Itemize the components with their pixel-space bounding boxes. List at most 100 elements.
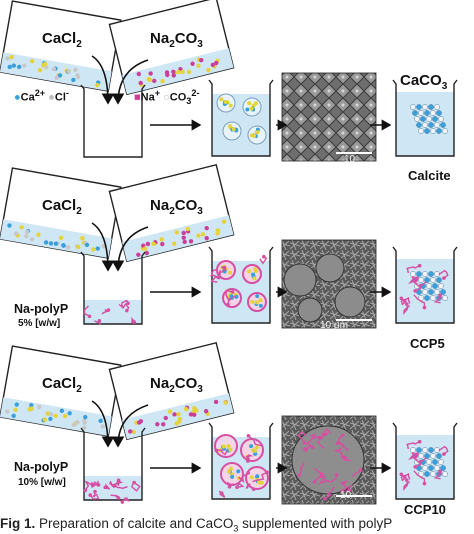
ion-dot	[65, 245, 71, 250]
polyp-chain	[403, 303, 411, 316]
ion-dot	[48, 416, 53, 422]
ion-legend-right: ■Na+ ○CO32-	[134, 88, 200, 106]
lattice-atom	[416, 447, 422, 453]
ion-dot	[255, 130, 260, 135]
polyp-node	[422, 305, 427, 310]
polyp-chain	[414, 281, 427, 292]
lattice-atom	[416, 122, 422, 128]
polyp-node	[116, 496, 121, 500]
ion-dot	[160, 241, 165, 247]
product-name-row3: CCP10	[404, 502, 446, 517]
ion-dot	[151, 241, 156, 247]
lattice-atom	[422, 104, 428, 110]
ion-dot	[37, 67, 43, 73]
polyp-node	[319, 472, 324, 477]
ion-dot	[48, 241, 54, 246]
polyp-node	[402, 298, 407, 303]
lattice-atom	[424, 453, 430, 459]
ion-dot	[160, 78, 165, 84]
polyp-node	[358, 468, 363, 472]
ion-dot	[167, 409, 173, 414]
ion-dot	[42, 61, 48, 67]
ion-dot	[29, 237, 35, 242]
product-formula-row1: CaCO3	[400, 72, 448, 92]
ion-dot	[227, 124, 232, 129]
additive-amount-row3: 10% [w/w]	[18, 477, 66, 488]
ion-dot	[80, 236, 85, 241]
polyp-chain	[131, 481, 141, 492]
product-beaker-row3-glass	[392, 422, 458, 500]
ion-dot	[200, 232, 206, 237]
lattice-atom	[426, 283, 432, 289]
ion-dot	[252, 134, 257, 139]
polyp-node	[132, 320, 137, 324]
ion-dot	[254, 300, 259, 305]
additive-name-row3: Na-polyP	[14, 460, 69, 474]
polyp-chain	[413, 294, 426, 308]
precipitate-beaker-row3	[208, 422, 274, 500]
ion-dot	[203, 408, 209, 414]
ion-dot	[176, 69, 181, 75]
polyp-node	[93, 489, 97, 494]
ion-dot	[7, 223, 12, 228]
caption-label: Fig 1.	[0, 516, 36, 531]
ion-dot	[161, 422, 166, 427]
ion-dot	[22, 63, 27, 68]
lattice-atom	[430, 128, 436, 134]
polyp-chain	[226, 481, 234, 488]
polyp-chain	[218, 266, 227, 275]
lattice-atom	[422, 271, 428, 277]
crystal-cluster	[222, 121, 242, 141]
polyp-chain	[311, 433, 325, 441]
figure-caption: Fig 1. Preparation of calcite and CaCO3 …	[0, 516, 392, 534]
polyp-node	[265, 470, 269, 475]
polyp-chain	[324, 486, 335, 500]
lattice-atom	[424, 128, 430, 134]
caption-text: Preparation of calcite and CaCO3 supplem…	[39, 516, 393, 534]
ion-dot	[53, 241, 59, 246]
mixing-beaker-row3	[80, 427, 146, 504]
lattice-atom	[410, 271, 416, 277]
cacl2-label-row2: CaCl2	[42, 197, 82, 217]
lattice-atom	[416, 104, 422, 110]
ion-dot	[171, 69, 176, 75]
polyp-chain	[247, 435, 263, 447]
ion-dot	[43, 240, 49, 245]
ion-dot	[194, 408, 199, 413]
sem-particle	[297, 297, 323, 323]
ion-dot	[128, 429, 133, 434]
na2co3-label-row3: Na2CO3	[150, 375, 203, 395]
lattice-atom	[418, 128, 424, 134]
ion-dot	[206, 67, 211, 73]
ion-dot	[24, 233, 29, 239]
mixing-beaker-row2	[80, 251, 146, 325]
polyp-node	[438, 293, 442, 298]
ion-dot	[66, 69, 72, 74]
ion-dot	[54, 75, 59, 81]
lattice-atom	[422, 122, 428, 128]
ion-dot	[221, 444, 226, 449]
ion-dot	[75, 73, 80, 78]
polyp-chain	[318, 473, 328, 485]
polyp-node	[323, 496, 327, 501]
ion-dot	[228, 270, 233, 275]
polyp-node	[413, 454, 418, 459]
polyp-chain	[101, 308, 110, 315]
cacl2-bottle-row2-liquid	[0, 219, 112, 259]
lattice-atom	[438, 116, 444, 122]
lattice-atom	[430, 277, 436, 283]
ion-dot	[236, 469, 241, 474]
lattice-atom	[424, 110, 430, 116]
polyp-chain	[121, 299, 129, 308]
polyp-node	[405, 302, 409, 306]
ion-dot	[188, 239, 194, 244]
ion-dot	[183, 406, 189, 412]
polyp-chain	[345, 483, 354, 493]
polyp-node	[438, 469, 442, 474]
lattice-atom	[440, 465, 446, 471]
ion-dot	[45, 411, 50, 416]
product-name-row1: Calcite	[408, 168, 451, 183]
lattice-atom	[422, 465, 428, 471]
polyp-chain	[408, 452, 417, 461]
crystal-cluster	[240, 438, 264, 462]
